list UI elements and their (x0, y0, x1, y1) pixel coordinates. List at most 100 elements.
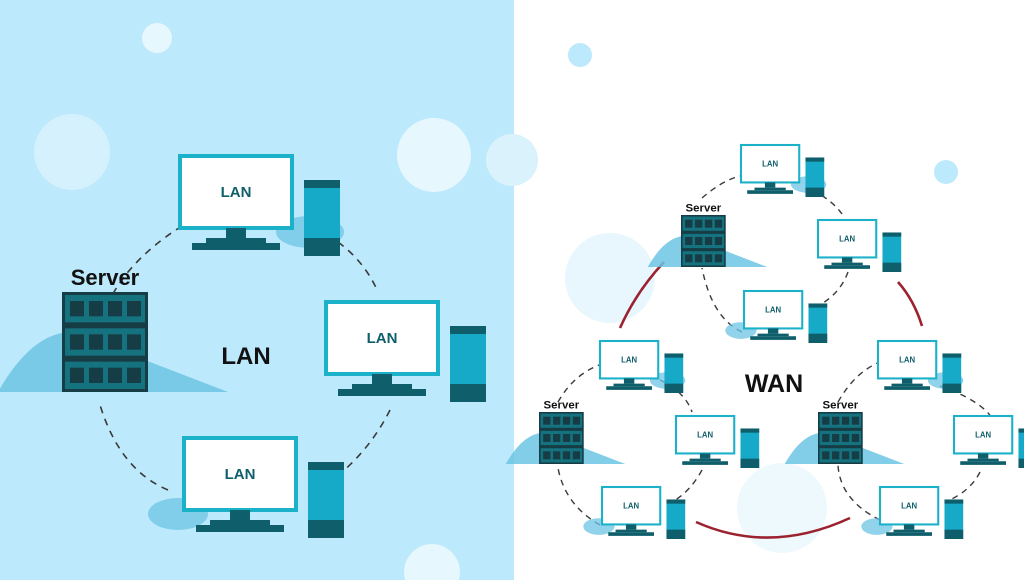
wan-link (695, 516, 851, 539)
monitor-stand (831, 262, 863, 266)
server-slot (832, 434, 840, 442)
computer-label: LAN (975, 430, 991, 439)
keyboard (338, 389, 426, 396)
server-slot (89, 334, 103, 350)
monitor-neck (764, 182, 776, 188)
cluster-link (701, 267, 743, 333)
server-slot (695, 237, 703, 245)
decor-circle (934, 160, 958, 184)
decor-circle (568, 43, 592, 67)
monitor-stand (757, 333, 789, 337)
decor-circle (737, 463, 827, 553)
computer: LAN (324, 300, 486, 402)
wan-title: WAN (745, 370, 803, 398)
tower-body (944, 499, 964, 539)
tower-top (805, 157, 825, 162)
decor-circle (565, 233, 655, 323)
monitor-stand (893, 529, 925, 533)
tower-base (944, 529, 964, 539)
monitor-neck (226, 228, 246, 238)
computer: LAN (674, 414, 760, 468)
server-label: Server (686, 202, 722, 214)
server-slot (714, 219, 723, 228)
server-slot (704, 254, 713, 263)
server-slot (127, 334, 141, 350)
cluster-link (837, 464, 881, 521)
server-unit (540, 430, 583, 446)
server-slot (832, 416, 840, 425)
tower-top (808, 303, 828, 308)
tower-top (944, 499, 964, 504)
decor-circle (142, 23, 172, 53)
server-slot (685, 237, 693, 245)
wan-link (897, 281, 924, 327)
lan-link (337, 241, 379, 293)
server-slot (841, 434, 850, 442)
server-slot (822, 451, 830, 460)
server-label: Server (544, 399, 580, 411)
tower-body (666, 499, 686, 539)
server-unit (819, 413, 862, 428)
monitor-screen (674, 414, 736, 455)
computer: LAN (739, 143, 827, 197)
computer: LAN (148, 436, 344, 538)
server-unit (682, 251, 725, 266)
tower-body (808, 303, 828, 343)
server-slot (851, 434, 860, 442)
server-slot (127, 367, 141, 383)
lan-link (99, 404, 169, 491)
server-slot (851, 451, 860, 460)
monitor-neck (767, 328, 779, 334)
monitor-stand (967, 458, 999, 462)
server-slot (841, 451, 850, 460)
server-slot (553, 416, 561, 425)
server-slot (543, 451, 551, 460)
computer-label: LAN (765, 305, 781, 314)
server: Server (0, 265, 228, 392)
server-slot (572, 416, 581, 425)
server-slot (70, 334, 84, 350)
computer-label: LAN (623, 501, 639, 510)
monitor-neck (623, 378, 635, 384)
server-slot (704, 237, 713, 245)
server-slot (108, 334, 122, 350)
computer: LAN (583, 485, 686, 539)
tower-base (450, 384, 486, 402)
monitor-stand (352, 384, 412, 389)
tower-top (942, 353, 962, 358)
lan-link (101, 225, 183, 319)
keyboard (884, 386, 930, 390)
monitor-screen (178, 154, 294, 230)
computer: LAN (952, 414, 1024, 468)
computer-label: LAN (225, 466, 256, 483)
decor-circle (397, 118, 471, 192)
server-slot (562, 434, 571, 442)
cluster-link (944, 471, 981, 503)
computer: LAN (861, 485, 964, 539)
tower-body (740, 428, 760, 468)
server-slot (832, 451, 840, 460)
tower-base (666, 529, 686, 539)
tower-body (882, 232, 902, 272)
server-slot (685, 219, 693, 228)
monitor-screen (324, 300, 440, 376)
server-slot (89, 367, 103, 383)
server-slot (543, 416, 551, 425)
monitor-neck (625, 524, 637, 530)
keyboard (750, 336, 796, 340)
server-slot (553, 434, 561, 442)
tower-body (1018, 428, 1024, 468)
tower-top (304, 180, 340, 188)
computer-label: LAN (899, 355, 915, 364)
computer: LAN (178, 154, 344, 256)
server: Server (505, 399, 626, 464)
server-unit (682, 233, 725, 249)
tower-base (664, 383, 684, 393)
monitor-neck (699, 453, 711, 459)
tower-base (808, 333, 828, 343)
computer: LAN (816, 218, 902, 272)
cluster-link (817, 271, 849, 307)
server-slot (714, 254, 723, 263)
